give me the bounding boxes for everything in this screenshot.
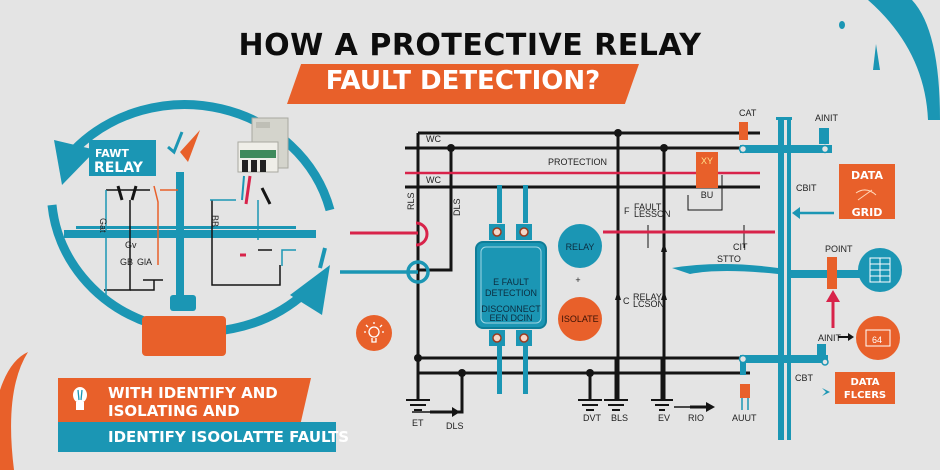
lightbulb-badge — [356, 315, 392, 351]
cycle-arrowhead-right — [290, 265, 330, 315]
relay-lesson-line2: LCSON — [633, 299, 664, 309]
bus-label-1: WC — [426, 134, 441, 144]
ainit-label: AINIT — [815, 113, 839, 123]
counter-circle — [856, 316, 900, 360]
relay-cycle-diagram: FAWT RELAY — [47, 100, 335, 356]
left-small-label-4: GlA — [137, 257, 152, 267]
ground-label-dls: DLS — [446, 421, 464, 431]
fault-lesson-prefix: F — [624, 206, 630, 216]
orange-flag-icon — [180, 130, 200, 162]
fault-module-line2: DETECTION — [485, 288, 537, 298]
orange-block-bottom: BU — [701, 190, 714, 200]
cycle-arrowhead-left — [54, 140, 96, 185]
data-grid-line1: DATA — [851, 169, 883, 182]
bottom-banner-line3: IDENTIFY ISOOLATTE FAULTS — [108, 428, 350, 446]
protection-schematic: WC WC PROTECTION E FAULT DETECTION DISCO… — [340, 129, 775, 431]
bottom-teal-banner — [58, 422, 336, 452]
title-banner-text: FAULT DETECTION? — [325, 66, 601, 96]
fault-module-sub1: DISCONNECT — [481, 304, 541, 314]
fault-lesson-line2: LESSON — [634, 209, 671, 219]
left-small-label-2: Gv — [125, 240, 137, 250]
left-small-label-3: GB — [120, 257, 133, 267]
teal-dot-decoration — [839, 21, 845, 29]
relay-circle — [558, 224, 602, 268]
teal-swoosh-decoration — [868, 0, 940, 120]
ground-label-auut: AUUT — [732, 413, 757, 423]
bus-label-2: WC — [426, 175, 441, 185]
right-panel: CAT AINIT CBIT DATA GRID CIT STTO POINT … — [672, 108, 902, 440]
orange-base-block — [142, 316, 226, 356]
side-small-label-2: DLS — [452, 198, 462, 216]
point-label: POINT — [825, 244, 853, 254]
fault-relay-label-box — [89, 140, 156, 176]
orange-block-top: XY — [701, 156, 713, 166]
data-grid-line2: GRID — [852, 206, 883, 219]
fault-relay-label-line1: FAWT — [95, 147, 129, 160]
data-flcers-line2: FLCERS — [844, 390, 886, 401]
teal-drop-decoration — [873, 44, 880, 70]
plus-sign: + — [575, 275, 580, 285]
orange-relay-block — [696, 152, 718, 188]
cbit-label: CBIT — [796, 183, 817, 193]
isolate-circle — [558, 297, 602, 341]
side-small-label-1: RLS — [406, 192, 416, 210]
counter-value: 64 — [872, 335, 882, 345]
relay-lesson-prefix: C — [623, 296, 630, 306]
teal-check-icon — [167, 131, 184, 155]
ground-label-dvt: DVT — [583, 413, 602, 423]
lightbulb-icon — [364, 322, 384, 343]
orange-swoosh-decoration — [0, 352, 28, 470]
fault-module-sub2: EEN DCIN — [489, 313, 532, 323]
cit-label: CIT — [733, 242, 748, 252]
ground-label-bls: BLS — [611, 413, 628, 423]
ground-label-et: ET — [412, 418, 424, 428]
fault-detection-module — [475, 241, 547, 329]
data-flcers-line1: DATA — [850, 377, 879, 388]
relay-lesson-line1: RELAY — [633, 292, 662, 302]
data-grid-box — [839, 164, 895, 219]
page-title: HOW A PROTECTIVE RELAY — [238, 28, 702, 63]
point-indicator — [827, 257, 837, 289]
bottom-banner-line2: ISOLATING AND — [108, 402, 240, 420]
relay-circle-label: RELAY — [566, 242, 595, 252]
cat-label: CAT — [739, 108, 757, 118]
ground-label-ev: EV — [658, 413, 670, 423]
cycle-arc-top — [70, 100, 335, 212]
left-small-label-5: BB — [210, 215, 220, 227]
left-small-label-1: Gat — [98, 218, 108, 233]
fault-relay-label-line2: RELAY — [94, 160, 144, 176]
cbt-label: CBT — [795, 373, 814, 383]
title-banner — [287, 64, 639, 104]
data-flcers-box — [835, 372, 895, 404]
protection-label: PROTECTION — [548, 157, 607, 167]
bottom-orange-banner — [58, 378, 311, 422]
bottom-banner-line1: WITH IDENTIFY AND — [108, 384, 278, 402]
stto-label: STTO — [717, 254, 741, 264]
fault-lesson-line1: FAULT — [634, 202, 662, 212]
ainit2-label: AINIT — [818, 333, 842, 343]
fault-module-line1: E FAULT — [493, 277, 529, 287]
table-icon — [869, 257, 891, 283]
isolate-circle-label: ISOLATE — [561, 314, 598, 324]
relay-device-icon — [237, 117, 289, 173]
ground-label-rio: RIO — [688, 413, 704, 423]
lightbulb-icon — [73, 387, 87, 410]
